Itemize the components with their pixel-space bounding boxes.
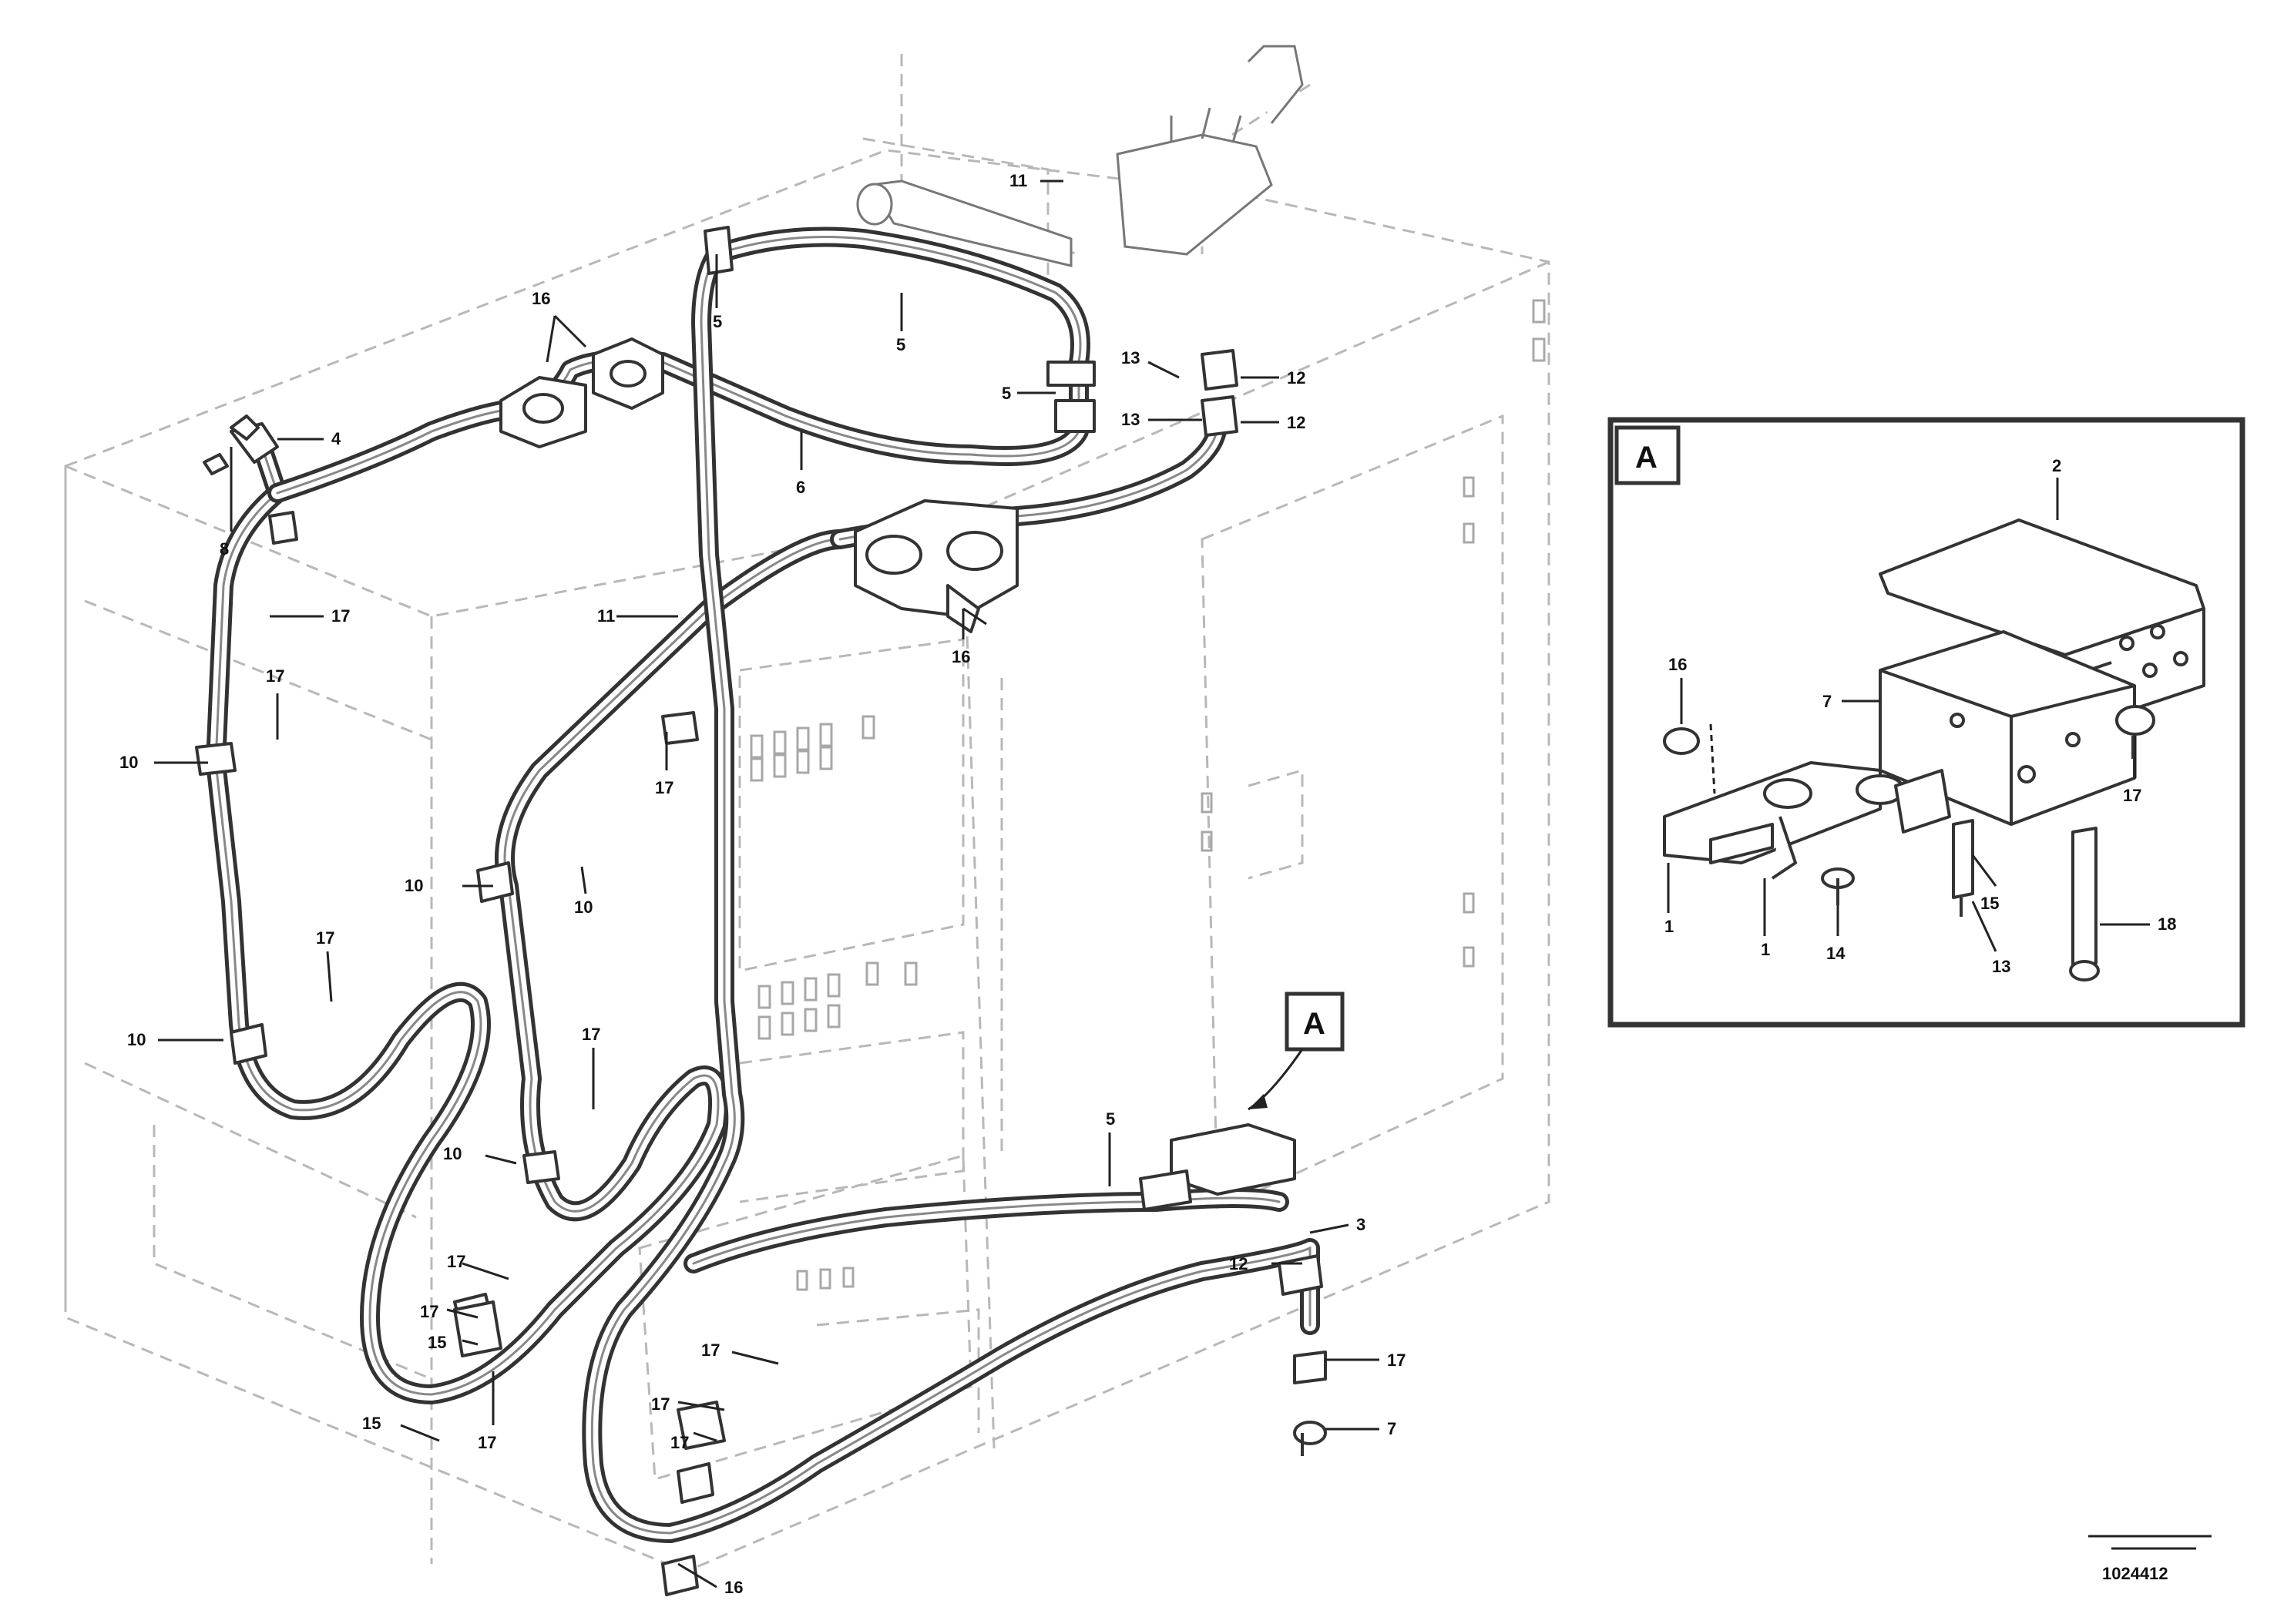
callout-17-a: 17 xyxy=(331,606,350,626)
callout-10-d: 10 xyxy=(443,1144,462,1163)
right-side-connectors xyxy=(1139,1123,1327,1456)
detail-marker-A-label: A xyxy=(1303,1007,1325,1041)
callout-5-d: 5 xyxy=(1106,1109,1115,1129)
reference-block: 1024412 xyxy=(2088,1535,2212,1583)
left-side-clamps xyxy=(195,422,714,1596)
callout-10-c: 10 xyxy=(127,1030,146,1049)
callout-17-h: 17 xyxy=(478,1433,496,1452)
callout-17-k: 16 xyxy=(724,1578,743,1597)
hose-upper-left xyxy=(267,349,1089,503)
hose-lines xyxy=(206,226,1320,1543)
callout-8: 8 xyxy=(220,539,229,559)
detail-callout-17: 17 xyxy=(2123,786,2141,805)
detail-callout-18: 18 xyxy=(2158,914,2176,934)
callout-17-i: 15 xyxy=(362,1414,381,1433)
callout-16-b: 16 xyxy=(952,647,970,666)
callout-10-a: 10 xyxy=(119,753,138,772)
connector-top xyxy=(704,226,1238,437)
detail-callout-13: 13 xyxy=(1992,957,2010,976)
detail-callout-7: 7 xyxy=(1822,692,1832,711)
machine-ghost-outline xyxy=(64,54,1550,1573)
callout-15-b: 17 xyxy=(670,1433,689,1452)
callout-13-b: 13 xyxy=(1121,410,1140,429)
ghost-connector-blocks xyxy=(750,299,1546,1291)
callout-17-b: 17 xyxy=(266,666,284,686)
reference-code: 1024412 xyxy=(2102,1564,2168,1583)
callout-17-f: 10 xyxy=(574,898,593,917)
clamp-bracket-16-center xyxy=(854,499,1019,633)
callout-10-e: 12 xyxy=(1229,1254,1248,1273)
detail-callout-2: 2 xyxy=(2052,456,2061,475)
callout-5-a: 5 xyxy=(713,312,722,331)
detail-callout-1-b: 1 xyxy=(1761,940,1770,959)
callout-7-a: 17 xyxy=(420,1302,438,1321)
hose-clamps xyxy=(195,226,1327,1596)
callout-15-a: 15 xyxy=(428,1333,446,1352)
callout-13-a: 13 xyxy=(1121,348,1140,367)
callout-12-c: 17 xyxy=(1387,1351,1406,1370)
detail-callout-16: 16 xyxy=(1668,655,1687,674)
detail-marker-A: A xyxy=(1248,992,1345,1111)
callout-17-g: 17 xyxy=(447,1252,465,1271)
callout-5-c: 5 xyxy=(1002,384,1011,403)
main-callouts: 11 5 5 13 12 5 13 12 16 6 4 16 8 11 17 xyxy=(119,171,1406,1597)
callout-17-j: 17 xyxy=(701,1340,720,1360)
callout-17-c: 17 xyxy=(655,778,673,797)
detail-callout-15: 15 xyxy=(1980,894,1999,913)
callout-7-b: 17 xyxy=(651,1394,670,1414)
callout-11-mid: 11 xyxy=(597,606,615,626)
callout-10-b: 10 xyxy=(405,876,423,895)
detail-view-A-label: A xyxy=(1635,441,1658,475)
callout-11-top: 11 xyxy=(1009,171,1027,190)
callout-10-f: 3 xyxy=(1356,1215,1365,1234)
callout-16-a: 16 xyxy=(532,289,550,308)
callout-12-b: 12 xyxy=(1287,413,1305,432)
detail-view-A: A 2 16 7 xyxy=(1607,417,2245,1028)
clamp-bracket-16-upper xyxy=(499,337,664,448)
callout-6: 6 xyxy=(796,478,805,497)
callout-17-e: 17 xyxy=(582,1025,600,1044)
callout-4: 4 xyxy=(331,429,341,448)
callout-17-d: 17 xyxy=(316,928,334,948)
callout-12-a: 12 xyxy=(1287,368,1305,388)
detail-callout-14: 14 xyxy=(1826,944,1846,963)
top-bracket-ghost xyxy=(856,45,1304,267)
detail-callout-1-a: 1 xyxy=(1664,917,1674,936)
callout-3: 7 xyxy=(1387,1419,1396,1438)
callout-5-b: 5 xyxy=(896,335,905,354)
